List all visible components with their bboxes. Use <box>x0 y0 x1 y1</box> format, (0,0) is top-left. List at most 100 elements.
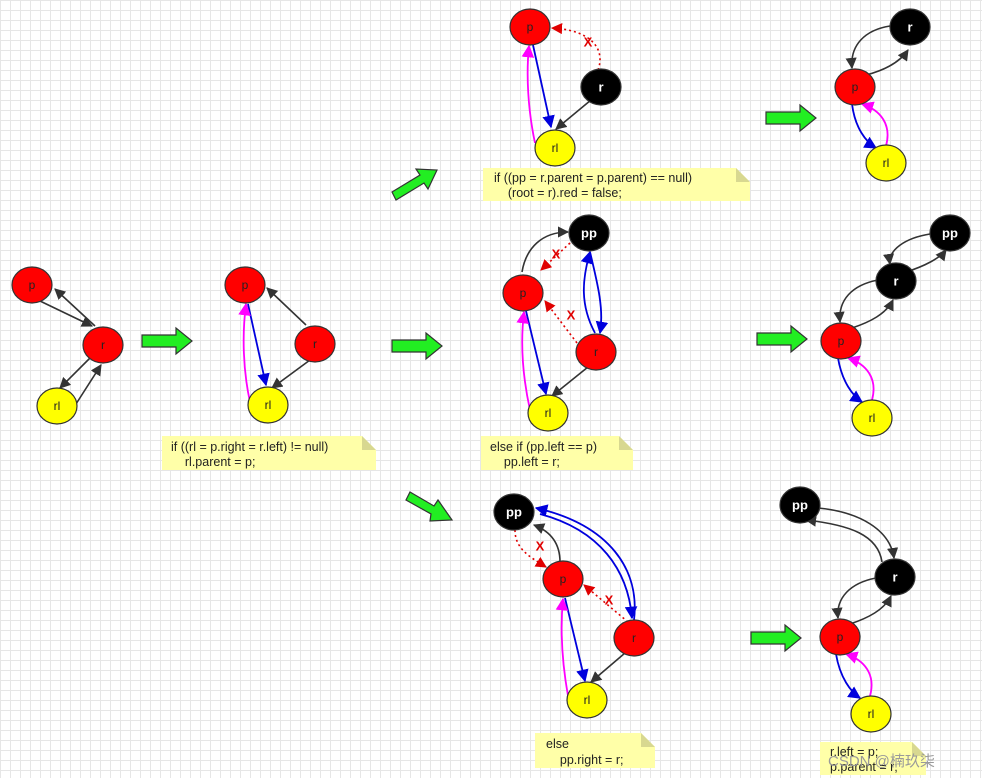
edge-rl-to-r <box>75 364 102 405</box>
note-left-case-line2: pp.left = r; <box>490 455 560 469</box>
node-r: r <box>889 8 931 46</box>
edge-p-to-rl <box>564 597 589 683</box>
edge-r-to-p <box>54 288 96 327</box>
note-root-case-line2: (root = r).red = false; <box>494 186 622 200</box>
node-rl: rl <box>247 386 289 424</box>
result-root-case: r p rl <box>834 8 931 182</box>
edge-pp-to-r <box>883 233 931 266</box>
node-pp: pp <box>779 486 821 524</box>
edge-p-to-r <box>851 298 894 329</box>
edge-r-to-pp <box>534 504 636 621</box>
node-rl: rl <box>36 387 78 425</box>
node-rl-label: rl <box>265 398 272 412</box>
node-pp-label: pp <box>942 226 958 241</box>
node-p: p <box>819 618 861 656</box>
node-p-label: p <box>560 572 567 586</box>
note-step1-line2: rl.parent = p; <box>171 455 255 469</box>
node-rl-label: rl <box>545 406 552 420</box>
node-pp-label: pp <box>506 505 522 520</box>
edge-pp-to-r <box>539 513 638 620</box>
note-final-line2: p.parent = r; <box>830 760 898 774</box>
edge-p-to-r <box>849 594 892 625</box>
node-p: p <box>834 68 876 106</box>
edge-p-to-pp <box>532 523 561 563</box>
edge-p-to-rl <box>835 653 862 699</box>
result-left-case: pp r p rl <box>820 214 971 437</box>
node-rl-label: rl <box>868 707 875 721</box>
edge-r-to-pp <box>804 515 883 563</box>
edge-r-to-rl <box>555 99 592 130</box>
green-arrow-c <box>750 623 802 653</box>
node-pp-label: pp <box>792 498 808 513</box>
node-r: r <box>580 68 622 106</box>
node-rl: rl <box>534 129 576 167</box>
note-right-case-line1: else <box>546 737 569 751</box>
green-arrow-mid <box>391 331 443 361</box>
node-r: r <box>874 558 916 596</box>
node-p: p <box>509 8 551 46</box>
node-rl: rl <box>566 681 608 719</box>
result-right-case: pp r p rl r.left = p; p.parent = r; <box>779 486 926 775</box>
note-right-case-line2: pp.right = r; <box>546 753 623 767</box>
node-rl: rl <box>865 144 907 182</box>
edge-r-to-pp <box>905 249 947 273</box>
edge-r-to-rl <box>590 652 626 683</box>
edge-rl-to-p <box>521 44 536 144</box>
edge-p-to-r <box>865 49 909 76</box>
branch-right-case: X X pp p r rl else pp.right = r; <box>493 493 655 768</box>
note-final: r.left = p; p.parent = r; <box>820 742 926 775</box>
edge-r-to-pp-cut <box>550 22 601 71</box>
edge-rl-to-p <box>844 651 873 697</box>
node-p: p <box>11 266 53 304</box>
edge-rl-to-p <box>238 302 251 403</box>
cut-mark: X <box>536 539 545 554</box>
node-r-label: r <box>598 80 603 95</box>
node-rl: rl <box>850 695 892 733</box>
node-p-label: p <box>29 278 36 292</box>
node-p: p <box>820 322 862 360</box>
edge-pp-to-r <box>817 507 899 560</box>
node-p-label: p <box>837 630 844 644</box>
note-step1: if ((rl = p.right = r.left) != null) rl.… <box>162 436 376 470</box>
edge-pp-to-p-cut <box>540 242 571 271</box>
edge-r-to-rl <box>551 366 589 397</box>
note-root-case-line1: if ((pp = r.parent = p.parent) == null) <box>494 171 692 185</box>
node-p-label: p <box>242 278 249 292</box>
note-left-case-line1: else if (pp.left == p) <box>490 440 597 454</box>
cut-mark: X <box>552 247 561 262</box>
edge-p-to-r <box>39 300 94 327</box>
green-arrow-up <box>391 168 438 201</box>
edge-r-to-rl <box>271 359 311 389</box>
node-p: p <box>224 266 266 304</box>
node-r: r <box>82 326 124 364</box>
edge-pp-to-p-cut <box>514 529 547 568</box>
branch-left-case: X X pp p r rl else if (pp.left == p) <box>481 214 633 470</box>
node-pp-label: pp <box>581 226 597 241</box>
node-r-label: r <box>101 338 105 352</box>
note-step1-line1: if ((rl = p.right = r.left) != null) <box>171 440 328 454</box>
edge-p-to-rl <box>532 44 555 129</box>
edge-r-to-p-cut <box>544 300 578 344</box>
node-pp: pp <box>493 493 535 531</box>
node-p-label: p <box>852 80 859 94</box>
edge-p-to-pp <box>521 226 570 273</box>
edge-p-to-rl <box>525 310 550 396</box>
edge-rl-to-p <box>860 101 889 147</box>
node-r: r <box>575 333 617 371</box>
edge-p-to-rl <box>851 103 878 149</box>
node-p: p <box>502 274 544 312</box>
node-r-label: r <box>632 631 636 645</box>
cut-mark: X <box>605 593 614 608</box>
node-r: r <box>613 619 655 657</box>
node-pp: pp <box>929 214 971 252</box>
node-pp: pp <box>568 214 610 252</box>
note-root-case: if ((pp = r.parent = p.parent) == null) … <box>483 168 750 201</box>
edge-p-to-rl <box>247 303 270 387</box>
node-rl-label: rl <box>552 141 559 155</box>
node-rl-label: rl <box>584 693 591 707</box>
node-p: p <box>542 560 584 598</box>
node-p-label: p <box>838 334 845 348</box>
edge-rl-to-p <box>516 310 531 411</box>
edge-r-to-p <box>845 25 891 70</box>
edge-r-to-rl <box>59 357 91 389</box>
